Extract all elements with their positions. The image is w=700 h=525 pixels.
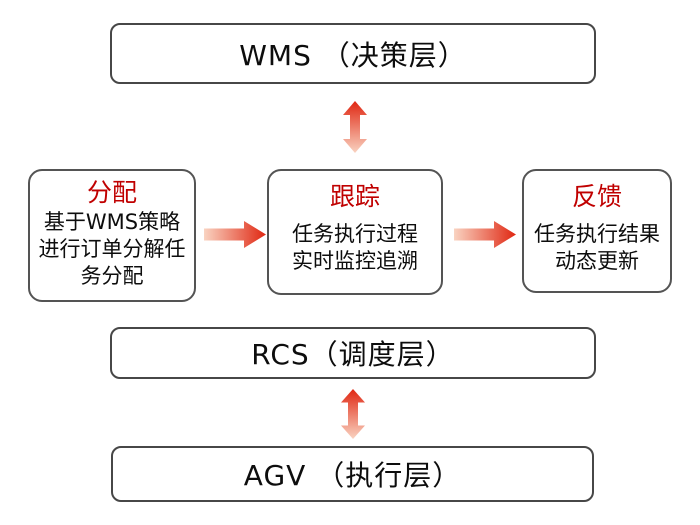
allocate-line-2: 进行订单分解任: [38, 237, 186, 261]
agv-execution-layer-box: AGV （执行层）: [111, 446, 594, 502]
track-step-box: 跟踪 任务执行过程 实时监控追溯: [267, 169, 443, 295]
feedback-step-box: 反馈 任务执行结果 动态更新: [522, 169, 672, 293]
feedback-title: 反馈: [571, 182, 622, 211]
agv-execution-layer-label: AGV （执行层）: [243, 459, 462, 492]
track-line-2: 实时监控追溯: [292, 249, 418, 273]
double-arrow-vertical-icon: [343, 101, 367, 153]
track-line-1: 任务执行过程: [292, 222, 418, 246]
arrow-right-icon: [204, 221, 266, 248]
feedback-line-2: 动态更新: [555, 249, 639, 273]
allocate-line-3: 务分配: [80, 264, 144, 288]
allocate-title: 分配: [86, 178, 137, 207]
track-title: 跟踪: [329, 182, 380, 211]
arrow-right-icon: [454, 221, 516, 248]
feedback-line-1: 任务执行结果: [534, 222, 660, 246]
allocate-line-1: 基于WMS策略: [43, 210, 181, 234]
wms-decision-layer-box: WMS （决策层）: [110, 23, 596, 84]
allocate-step-box: 分配 基于WMS策略 进行订单分解任 务分配: [28, 169, 196, 302]
double-arrow-vertical-icon: [341, 389, 365, 439]
wms-decision-layer-label: WMS （决策层）: [239, 38, 467, 72]
rcs-scheduling-layer-box: RCS（调度层）: [110, 327, 596, 379]
rcs-scheduling-layer-label: RCS（调度层）: [251, 338, 455, 371]
